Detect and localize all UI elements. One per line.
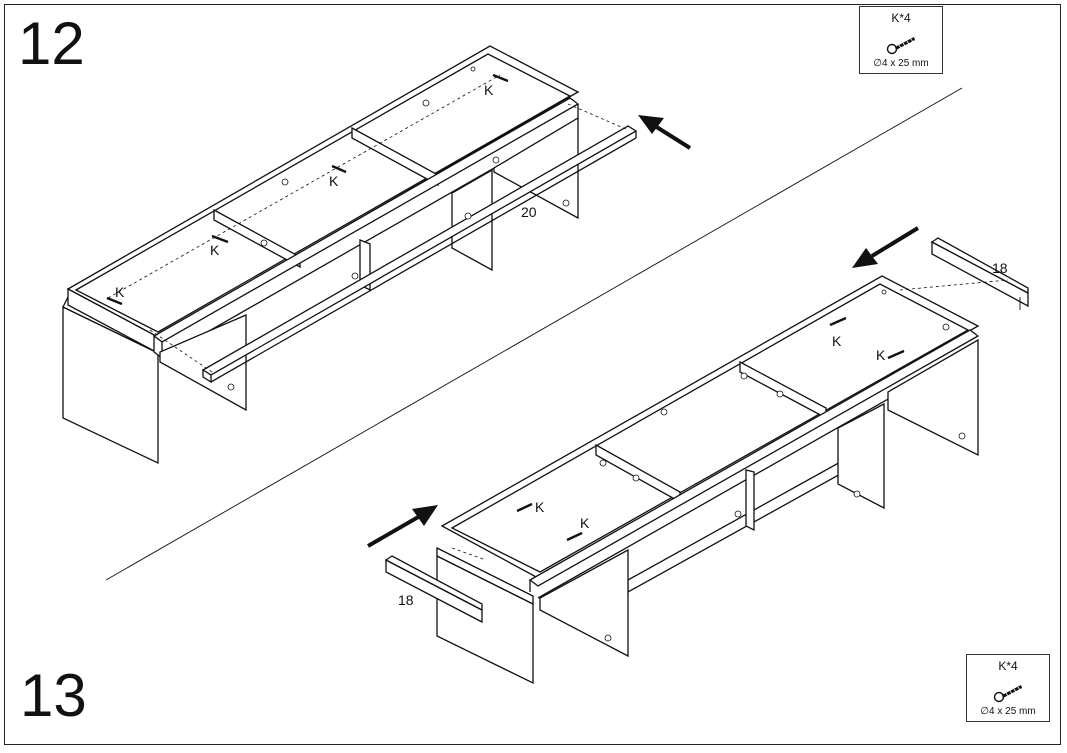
hardware-box-step-12: K*4 ∅4 x 25 mm <box>859 6 943 74</box>
step-13-assembly: K K K K 18 18 <box>367 226 1029 685</box>
screw-marker: K <box>329 164 347 189</box>
rail-part-18-right <box>931 240 1029 308</box>
insert-direction-arrow-left <box>367 505 438 548</box>
svg-text:K: K <box>580 515 590 531</box>
hardware-label: K*4 <box>891 11 911 25</box>
svg-text:K: K <box>535 499 545 515</box>
right-side-panel <box>887 338 979 457</box>
divider-right <box>351 126 439 187</box>
svg-text:K: K <box>210 242 220 258</box>
top-board-inner <box>450 283 970 573</box>
part-label-18-right: 18 <box>992 260 1008 276</box>
front-rail <box>528 329 980 587</box>
lower-upright-left <box>159 314 247 412</box>
svg-text:K: K <box>329 173 339 189</box>
right-side-panel <box>493 116 579 220</box>
lower-upright-left <box>539 548 629 658</box>
part-label-18-left: 18 <box>398 592 414 608</box>
screw-icon <box>886 37 915 55</box>
step-13-number: 13 <box>20 662 87 729</box>
insert-direction-arrow <box>638 115 692 150</box>
lower-upright-mid <box>745 469 755 532</box>
divider-left <box>213 208 301 269</box>
screw-marker: K <box>516 499 545 515</box>
screw-marker: K <box>106 284 125 306</box>
hardware-spec: ∅4 x 25 mm <box>980 706 1036 717</box>
step-divider-line <box>105 87 963 581</box>
hardware-label: K*4 <box>998 659 1018 673</box>
part-label-20: 20 <box>521 204 537 220</box>
screw-marker: K <box>210 234 229 258</box>
page-border <box>4 4 1061 745</box>
screw-marker: K <box>484 73 509 98</box>
screw-icon <box>993 685 1022 703</box>
svg-text:K: K <box>832 333 842 349</box>
lower-upright-right <box>837 402 885 510</box>
screw-marker: K <box>566 515 590 542</box>
svg-text:K: K <box>484 82 494 98</box>
hardware-spec: ∅4 x 25 mm <box>873 58 929 69</box>
svg-text:K: K <box>115 284 125 300</box>
screw-marker: K <box>876 347 905 363</box>
screw-marker: K <box>829 316 847 349</box>
hardware-box-step-13: K*4 ∅4 x 25 mm <box>966 654 1050 722</box>
svg-text:K: K <box>876 347 886 363</box>
insert-direction-arrow-right <box>852 226 920 268</box>
step-12-assembly: K K K K 20 <box>62 45 692 465</box>
top-board-inner <box>74 53 572 333</box>
step-12-number: 12 <box>18 10 85 77</box>
